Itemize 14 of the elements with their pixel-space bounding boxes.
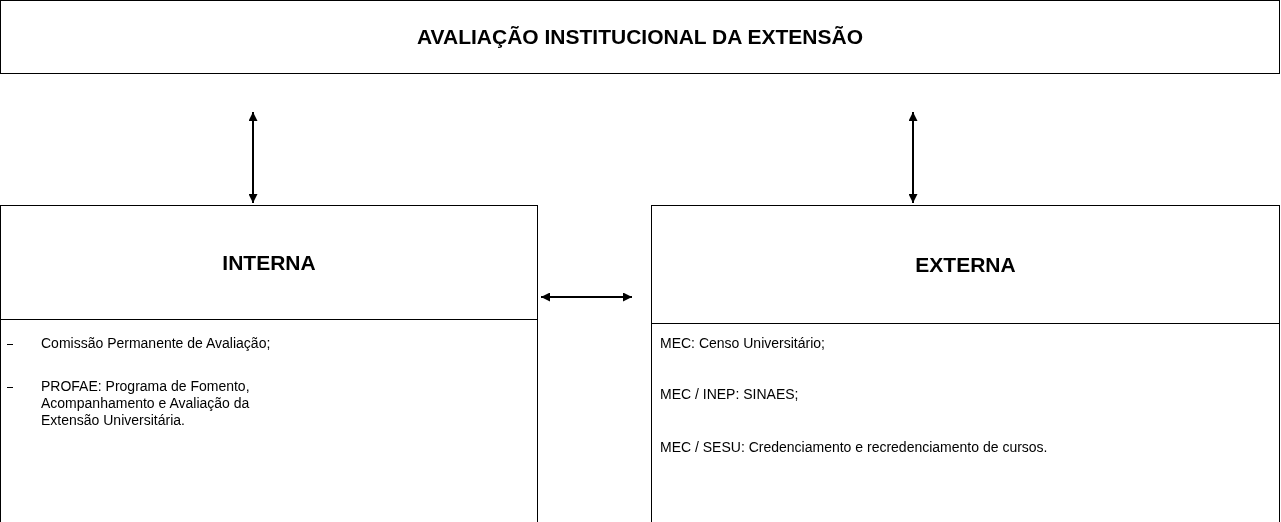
box-label: AVALIAÇÃO INSTITUCIONAL DA EXTENSÃO (416, 25, 864, 49)
list-item: MEC / INEP: SINAES; (660, 386, 800, 403)
panel-heading: EXTERNA (915, 252, 1016, 277)
title-box (0, 0, 1280, 74)
list-item: Comissão Permanente de Avaliação; (41, 335, 272, 352)
category-panel (0, 205, 538, 522)
panel-heading: INTERNA (222, 250, 316, 275)
category-panel (651, 205, 1280, 522)
double-arrow (248, 111, 258, 204)
list-item: MEC / SESU: Credenciamento e recredenciamento de cursos. (660, 439, 1049, 456)
double-arrow (540, 292, 633, 302)
list-item: MEC: Censo Universitário; (660, 335, 826, 352)
double-arrow (908, 111, 918, 204)
list-item: PROFAE: Programa de Fomento, Acompanhamento e Avaliação da Extensão Universitária. (41, 378, 251, 429)
